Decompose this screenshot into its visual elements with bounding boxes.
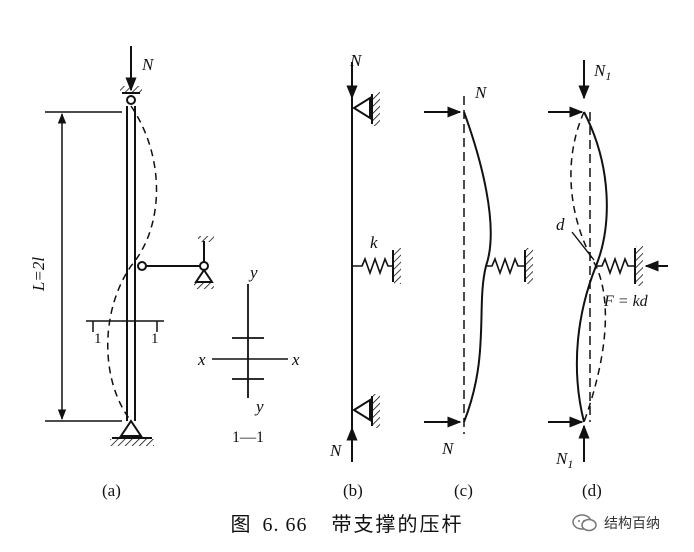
brace-support-hatch-a bbox=[194, 283, 214, 289]
spring-stiffness-label: k bbox=[370, 233, 378, 252]
spring-b bbox=[352, 256, 392, 276]
load-label-a: N bbox=[141, 55, 155, 74]
panel-label-c: (c) bbox=[454, 481, 473, 500]
axis-y-top: y bbox=[248, 263, 258, 282]
panel-label-a: (a) bbox=[102, 481, 121, 500]
deflection-label: d bbox=[556, 215, 565, 234]
watermark-text: 结构百纳 bbox=[604, 516, 660, 532]
caption-title: 带支撑的压杆 bbox=[331, 512, 464, 536]
spring-anchor-d bbox=[636, 246, 643, 286]
load-label-top-c: N bbox=[474, 83, 488, 102]
section-label: 1—1 bbox=[232, 429, 264, 446]
panel-b bbox=[346, 62, 401, 462]
panel-label-b: (b) bbox=[343, 481, 363, 500]
cross-section bbox=[212, 284, 288, 398]
buckled-shape-c bbox=[463, 111, 492, 423]
buckled-shape-a bbox=[107, 105, 158, 422]
panel-c bbox=[424, 96, 533, 434]
watermark: 结构百纳 bbox=[572, 513, 660, 533]
spring-anchor-c bbox=[526, 248, 533, 284]
spring-anchor-b bbox=[394, 248, 401, 284]
brace-support-a bbox=[194, 268, 214, 283]
panel-label-d: (d) bbox=[582, 481, 602, 500]
roller-support-top-b bbox=[352, 92, 380, 126]
figure-caption: 图 6. 66 带支撑的压杆 bbox=[0, 508, 694, 537]
caption-number: 6. 66 bbox=[262, 514, 308, 536]
section-mark-right: 1 bbox=[151, 331, 159, 347]
section-mark-left: 1 bbox=[94, 331, 102, 347]
buckled-shape-d-dashed bbox=[570, 111, 607, 423]
spring-force-label: F = kd bbox=[603, 293, 649, 310]
axis-x-right: x bbox=[291, 350, 300, 369]
pin-support-bottom-a bbox=[110, 419, 154, 446]
deflection-leader bbox=[571, 231, 595, 261]
spring-d bbox=[596, 256, 634, 276]
roller-support-bottom-b bbox=[352, 394, 380, 428]
caption-prefix: 图 bbox=[230, 512, 253, 536]
brace-joint-a bbox=[137, 261, 147, 271]
spring-c bbox=[486, 256, 524, 276]
load-label-bottom-b: N bbox=[329, 441, 343, 460]
axis-x-left: x bbox=[197, 350, 206, 369]
load-label-top-b: N bbox=[349, 51, 363, 70]
load-label-top-d: N1 bbox=[593, 61, 611, 83]
load-label-bottom-c: N bbox=[441, 439, 455, 458]
length-label: L=2l bbox=[29, 257, 48, 292]
panel-a bbox=[45, 46, 288, 446]
load-label-bottom-d: N1 bbox=[555, 449, 573, 471]
buckled-shape-d-solid bbox=[575, 111, 608, 423]
wechat-icon bbox=[572, 514, 597, 532]
panel-d bbox=[548, 60, 668, 462]
axis-y-bottom: y bbox=[254, 397, 264, 416]
pin-support-top-a bbox=[120, 86, 142, 105]
